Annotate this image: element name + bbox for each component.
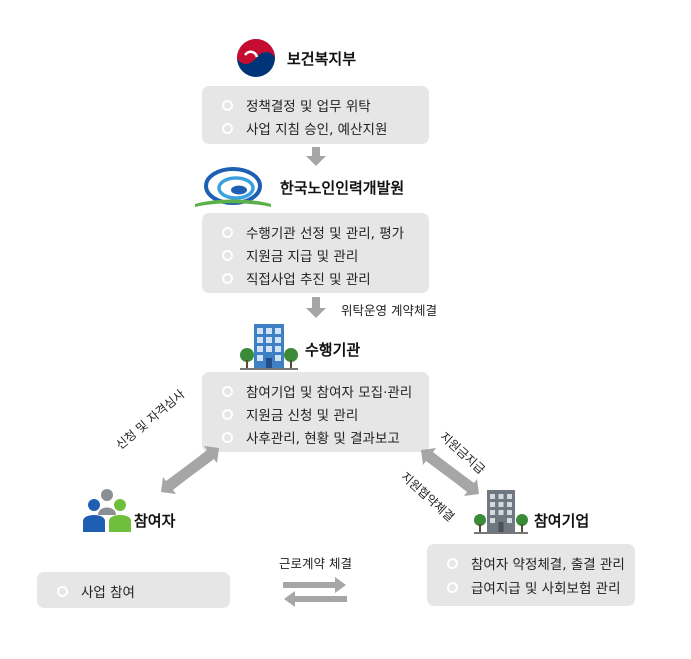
bullet-icon bbox=[222, 249, 233, 261]
bullet-icon bbox=[222, 122, 233, 134]
participant-box: 사업 참여 bbox=[37, 572, 230, 608]
bullet-icon bbox=[222, 272, 233, 284]
down-arrow-icon bbox=[306, 147, 326, 166]
list-item: 직접사업 추진 및 관리 bbox=[222, 268, 371, 288]
people-icon bbox=[83, 489, 131, 532]
ministry-name: 보건복지부 bbox=[287, 50, 357, 68]
bullet-icon bbox=[447, 557, 458, 569]
list-item: 정책결정 및 업무 위탁 bbox=[222, 95, 371, 115]
agency-name: 수행기관 bbox=[305, 341, 361, 359]
list-item: 지원금 지급 및 관리 bbox=[222, 245, 358, 265]
participant-name: 참여자 bbox=[134, 512, 176, 530]
company-box: 참여자 약정체결, 출결 관리 급여지급 및 사회보험 관리 bbox=[427, 544, 635, 606]
ministry-logo-icon bbox=[237, 39, 275, 77]
down-arrow-icon bbox=[306, 297, 326, 318]
list-item: 사업 지침 승인, 예산지원 bbox=[222, 118, 387, 138]
institute-logo-icon bbox=[195, 167, 271, 207]
apply-arrows-icon bbox=[161, 446, 219, 494]
bullet-icon bbox=[222, 99, 233, 111]
list-item: 사업 참여 bbox=[57, 581, 135, 601]
bullet-icon bbox=[222, 431, 233, 443]
list-item: 사후관리, 현황 및 결과보고 bbox=[222, 427, 400, 447]
ministry-box: 정책결정 및 업무 위탁 사업 지침 승인, 예산지원 bbox=[202, 86, 429, 144]
bullet-icon bbox=[447, 581, 458, 593]
company-name: 참여기업 bbox=[534, 512, 590, 530]
labor-contract-arrows-icon bbox=[283, 577, 347, 607]
list-item: 참여자 약정체결, 출결 관리 bbox=[447, 553, 625, 573]
agency-box: 참여기업 및 참여자 모집·관리 지원금 신청 및 관리 사후관리, 현황 및 … bbox=[202, 372, 429, 452]
list-item: 참여기업 및 참여자 모집·관리 bbox=[222, 381, 412, 401]
labor-contract-label: 근로계약 체결 bbox=[279, 556, 352, 571]
bullet-icon bbox=[222, 226, 233, 238]
bullet-icon bbox=[222, 385, 233, 397]
list-item: 수행기관 선정 및 관리, 평가 bbox=[222, 222, 404, 242]
list-item: 지원금 신청 및 관리 bbox=[222, 404, 358, 424]
contract-label: 위탁운영 계약체결 bbox=[341, 303, 437, 318]
institute-name: 한국노인인력개발원 bbox=[280, 179, 405, 197]
bullet-icon bbox=[222, 408, 233, 420]
bullet-icon bbox=[57, 585, 68, 597]
institute-box: 수행기관 선정 및 관리, 평가 지원금 지급 및 관리 직접사업 추진 및 관… bbox=[202, 213, 429, 293]
list-item: 급여지급 및 사회보험 관리 bbox=[447, 577, 621, 597]
company-building-icon bbox=[474, 490, 528, 534]
company-arrows-icon bbox=[421, 448, 479, 496]
building-icon bbox=[240, 324, 298, 370]
